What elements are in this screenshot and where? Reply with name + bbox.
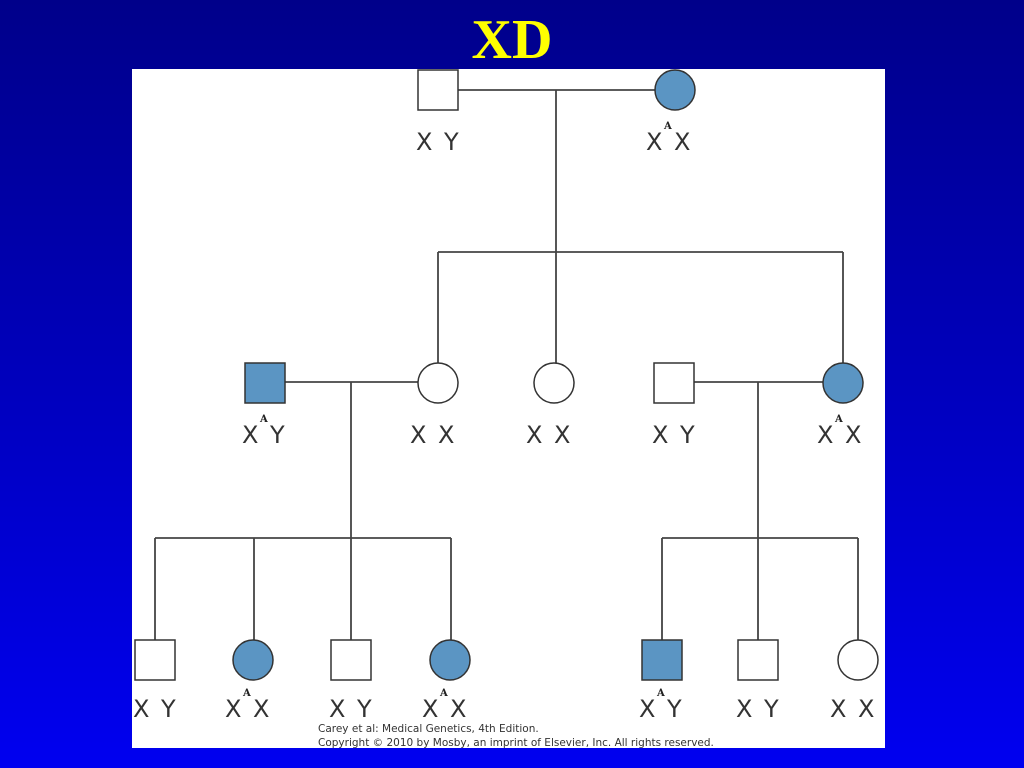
- genotype-allele-1: X: [526, 421, 542, 449]
- pedigree-individual-g3-son3: XAY: [639, 639, 683, 723]
- genotype-allele-1: X: [410, 421, 426, 449]
- pedigree-individual-g2-daughter3: XAX: [817, 362, 864, 449]
- genotype-allele-1: X: [422, 695, 438, 723]
- genotype-allele-2: X: [253, 695, 269, 723]
- pedigree-individual-g1-mother: XAX: [646, 69, 696, 156]
- genotype-mutant-marker: A: [242, 688, 251, 699]
- genotype-allele-2: Y: [679, 421, 695, 449]
- genotype-allele-2: X: [554, 421, 570, 449]
- affected-female-circle: [232, 639, 274, 681]
- unaffected-male-square: [737, 639, 779, 681]
- genotype-allele-1: X: [736, 695, 752, 723]
- genotype-mutant-marker: A: [663, 121, 672, 132]
- genotype-allele-1: X: [652, 421, 668, 449]
- genotype-mutant-marker: A: [656, 688, 665, 699]
- affected-male-square: [244, 362, 286, 404]
- unaffected-male-square: [417, 69, 459, 111]
- affected-female-circle: [822, 362, 864, 404]
- unaffected-male-square: [653, 362, 695, 404]
- unaffected-female-circle: [837, 639, 879, 681]
- credit-line-2: Copyright © 2010 by Mosby, an imprint of…: [318, 737, 714, 749]
- credit-line-1: Carey et al: Medical Genetics, 4th Editi…: [318, 723, 539, 735]
- genotype-allele-1: X: [817, 421, 833, 449]
- genotype-mutant-marker: A: [834, 414, 843, 425]
- unaffected-male-square: [330, 639, 372, 681]
- figure-credit: Carey et al: Medical Genetics, 4th Editi…: [318, 722, 798, 750]
- unaffected-female-circle: [533, 362, 575, 404]
- genotype-mutant-marker: A: [439, 688, 448, 699]
- genotype-allele-2: Y: [356, 695, 372, 723]
- genotype-allele-1: X: [133, 695, 149, 723]
- genotype-allele-2: Y: [763, 695, 779, 723]
- genotype-allele-1: X: [416, 128, 432, 156]
- genotype-allele-2: X: [674, 128, 690, 156]
- pedigree-individual-g3-daughter1: XAX: [225, 639, 274, 723]
- slide-title: XD: [471, 9, 553, 71]
- genotype-allele-1: X: [225, 695, 241, 723]
- genotype-mutant-marker: A: [259, 414, 268, 425]
- genotype-allele-1: X: [639, 695, 655, 723]
- affected-female-circle: [654, 69, 696, 111]
- pedigree-individual-g3-daughter2: XAX: [422, 639, 471, 723]
- pedigree-individual-g2-husband: XAY: [242, 362, 286, 449]
- unaffected-female-circle: [417, 362, 459, 404]
- unaffected-male-square: [134, 639, 176, 681]
- genotype-allele-2: X: [845, 421, 861, 449]
- pedigree-lines: [154, 89, 859, 640]
- genotype-allele-1: X: [242, 421, 258, 449]
- genotype-allele-2: Y: [160, 695, 176, 723]
- affected-female-circle: [429, 639, 471, 681]
- affected-male-square: [641, 639, 683, 681]
- genotype-allele-1: X: [646, 128, 662, 156]
- genotype-allele-2: Y: [443, 128, 459, 156]
- genotype-allele-2: Y: [269, 421, 285, 449]
- genotype-allele-2: X: [450, 695, 466, 723]
- genotype-allele-1: X: [329, 695, 345, 723]
- genotype-allele-2: X: [858, 695, 874, 723]
- genotype-allele-1: X: [830, 695, 846, 723]
- genotype-allele-2: X: [438, 421, 454, 449]
- genotype-allele-2: Y: [666, 695, 682, 723]
